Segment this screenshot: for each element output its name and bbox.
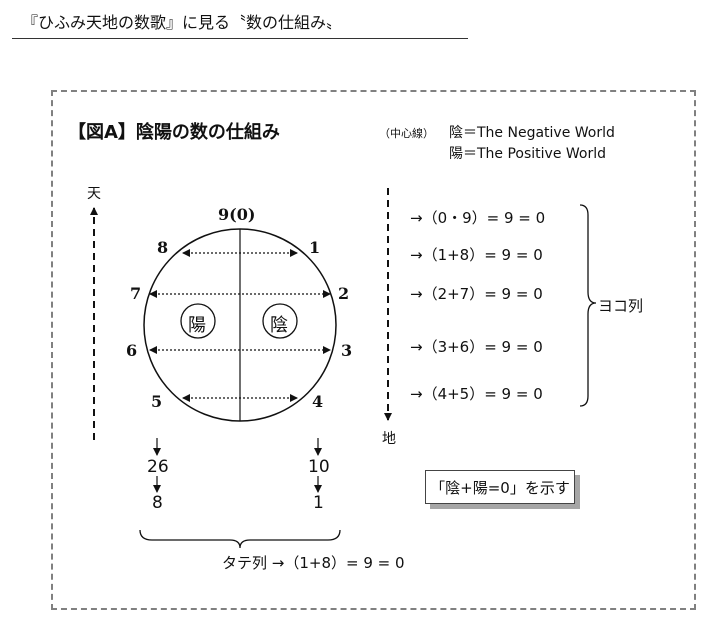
- note-box: 「陰+陽=0」を示す: [425, 470, 575, 504]
- right-sum: 10: [308, 457, 330, 477]
- equation-row-3: →（3+6）= 9 = 0: [410, 338, 543, 356]
- sky-label: 天: [87, 186, 101, 202]
- equation-row-2: →（2+7）= 9 = 0: [410, 285, 543, 303]
- circle-number-8: 8: [157, 238, 169, 257]
- circle-number-6: 6: [126, 341, 138, 360]
- circle-number-4: 4: [312, 392, 324, 411]
- yoko-brace: [579, 204, 597, 407]
- yang-label: 陽: [188, 315, 206, 336]
- legend-yin: 陰＝The Negative World: [449, 125, 615, 141]
- equation-row-1: →（1+8）= 9 = 0: [410, 246, 543, 264]
- circle-number-1: 1: [309, 238, 321, 257]
- figure-frame: [51, 90, 696, 610]
- page-heading: 『ひふみ天地の数歌』に見る〝数の仕組み〟: [22, 13, 343, 32]
- circle-number-7: 7: [130, 284, 142, 303]
- circle-number-2: 2: [338, 284, 350, 303]
- equation-row-4: →（4+5）= 9 = 0: [410, 385, 543, 403]
- legend-yang: 陽＝The Positive World: [449, 146, 607, 162]
- center-line-note: （中心線）: [379, 127, 434, 140]
- left-sum: 26: [147, 457, 169, 477]
- yoko-label: ヨコ列: [598, 297, 644, 315]
- circle-number-3: 3: [341, 341, 353, 360]
- note-text: 「陰+陽=0」を示す: [430, 478, 570, 497]
- tate-brace: [139, 529, 341, 549]
- left-reduced: 8: [152, 493, 163, 513]
- earth-label: 地: [382, 431, 396, 447]
- tate-label: タテ列 →（1+8）= 9 = 0: [222, 554, 405, 572]
- circle-number-5: 5: [151, 392, 163, 411]
- top-number-label: 9(0): [218, 205, 256, 224]
- figure-title: 【図A】陰陽の数の仕組み: [68, 122, 280, 143]
- right-reduced: 1: [313, 493, 324, 513]
- yin-ring: [262, 303, 298, 339]
- yin-label: 陰: [270, 315, 288, 336]
- equation-row-0: →（0・9）= 9 = 0: [410, 209, 546, 227]
- heading-underline: [12, 38, 468, 39]
- yang-ring: [180, 303, 216, 339]
